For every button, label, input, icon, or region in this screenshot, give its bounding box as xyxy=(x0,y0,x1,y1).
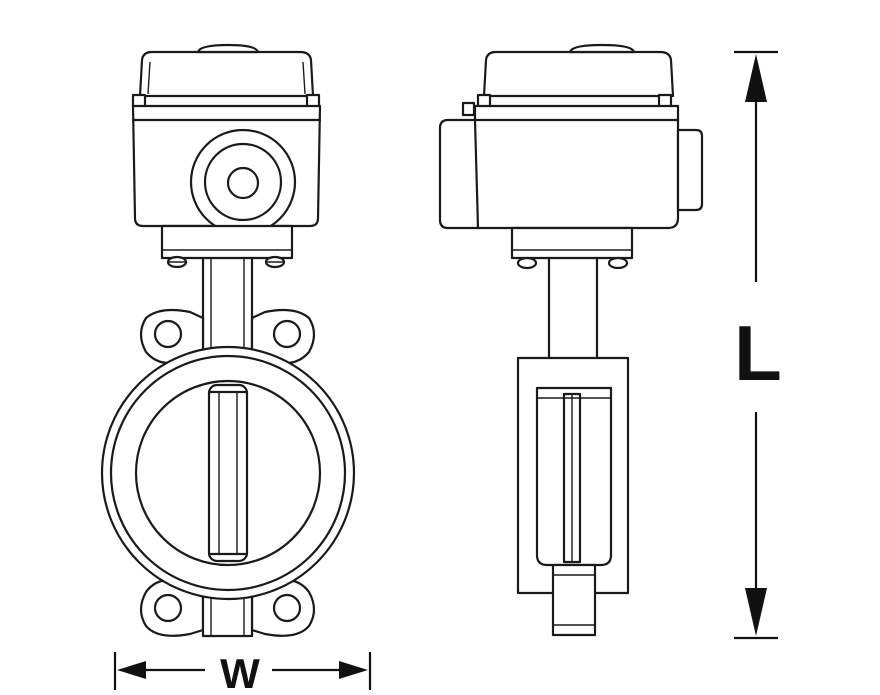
width-label: W xyxy=(220,650,260,695)
front-view xyxy=(100,43,356,638)
width-dimension: W xyxy=(113,650,372,695)
front-actuator-body xyxy=(131,104,322,236)
width-left-arrow xyxy=(117,661,146,679)
front-mounting-bracket xyxy=(160,224,294,269)
length-dimension: L xyxy=(734,50,782,640)
length-top-arrow xyxy=(745,54,767,102)
side-mounting-bracket xyxy=(510,226,634,270)
side-view xyxy=(438,43,704,637)
length-bottom-arrow xyxy=(745,588,767,636)
width-right-arrow xyxy=(339,661,368,679)
side-lower-trunnion xyxy=(551,563,597,637)
side-actuator-body xyxy=(438,104,704,230)
front-actuator-lid xyxy=(131,43,321,109)
front-upper-lugs xyxy=(139,308,316,364)
length-label: L xyxy=(734,309,782,397)
side-actuator-lid xyxy=(461,43,675,117)
front-valve-disc xyxy=(207,383,249,563)
side-valve-body xyxy=(516,356,630,595)
